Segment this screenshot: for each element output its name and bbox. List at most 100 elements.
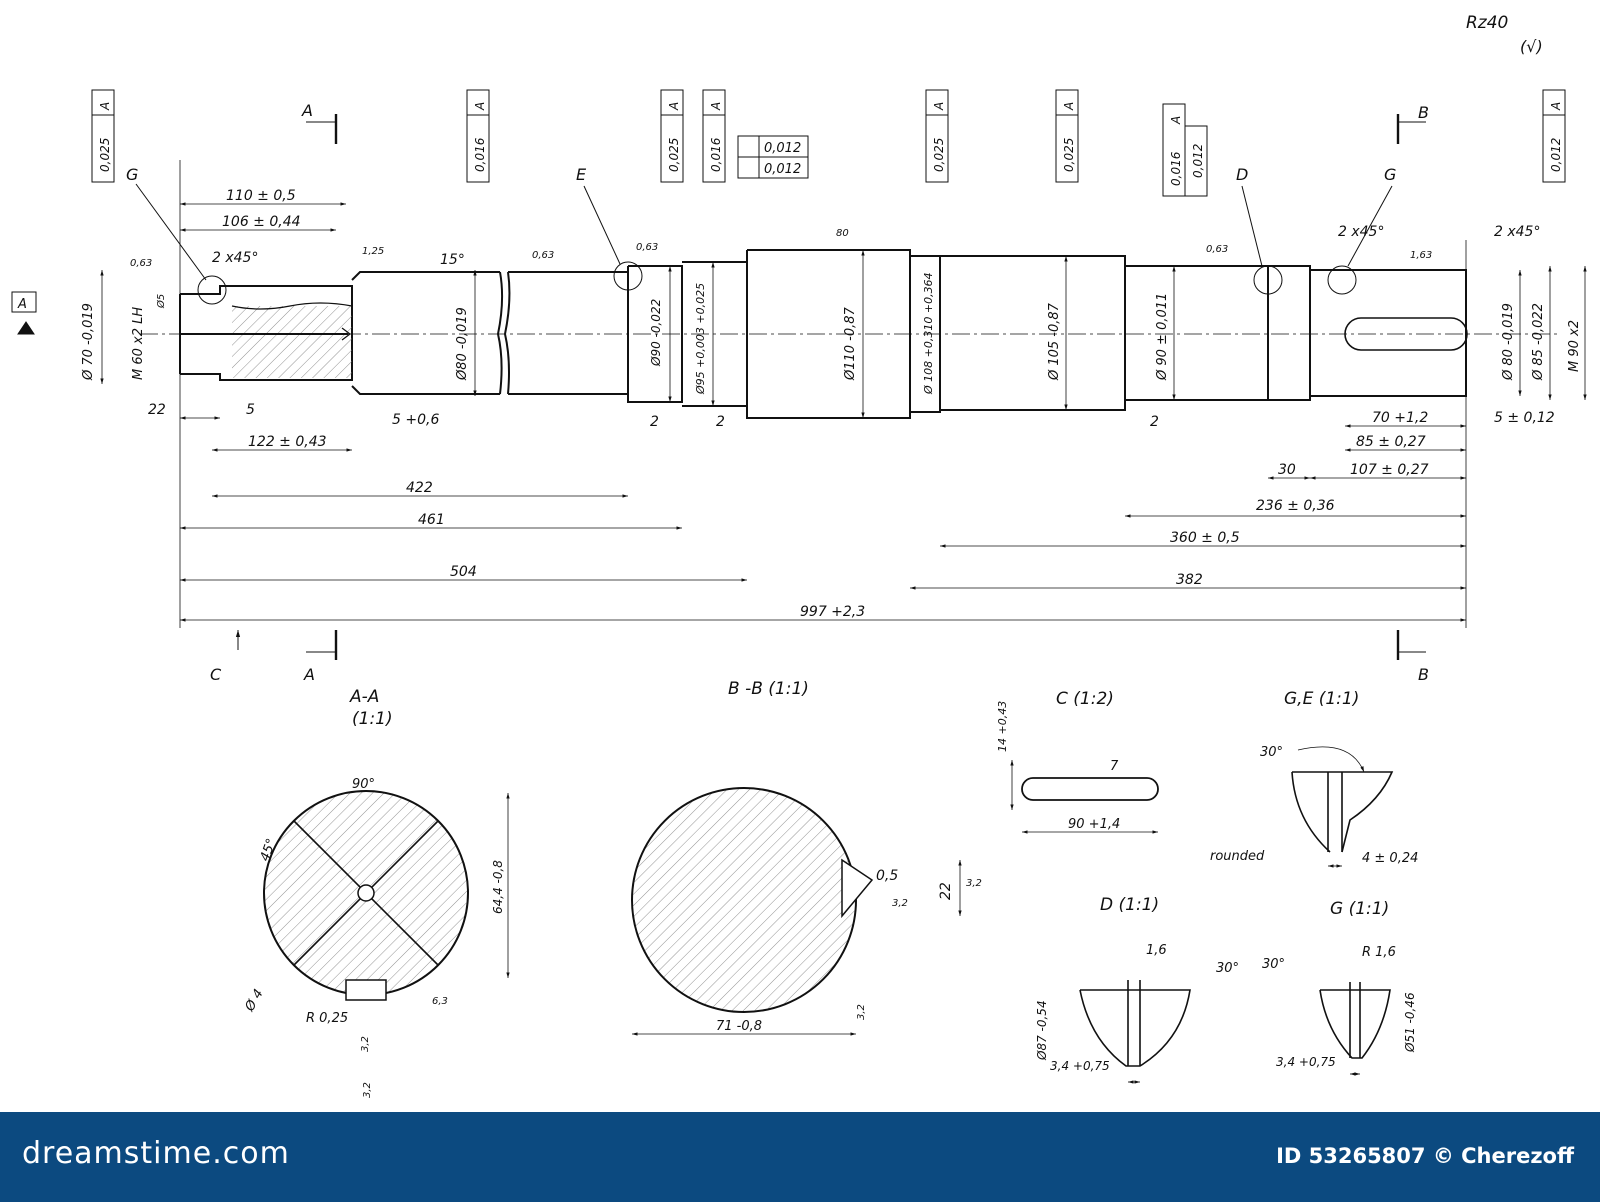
rough-125: 1,25: [362, 246, 384, 257]
aa-r025: R 0,25: [306, 1011, 348, 1026]
g-51: Ø51 -0,46: [1403, 992, 1417, 1053]
g-30: 30°: [1262, 957, 1285, 972]
tolerance-frames: [11, 89, 1566, 313]
bb-32-b: 3,2: [966, 878, 982, 889]
site-logo[interactable]: dreamstime.com: [22, 1136, 290, 1171]
dim-phi108: Ø 108 +0,310 +0,364: [922, 272, 935, 395]
dim-5-tol: 5 +0,6: [392, 412, 439, 428]
ge-rounded: rounded: [1210, 849, 1265, 864]
detail-ge: [1291, 746, 1394, 868]
tol-datum-7: A: [1169, 116, 1183, 125]
dim-phi85: Ø 85 -0,022: [1531, 303, 1546, 381]
rough-063-b: 0,63: [532, 250, 554, 261]
aa-phi4: Ø 4: [242, 987, 267, 1015]
image-credit: ID 53265807 © Cherezoff: [1276, 1144, 1574, 1168]
dim-2-b: 2: [716, 414, 725, 430]
g-34: 3,4 +0,75: [1276, 1055, 1336, 1069]
c-7: 7: [1110, 759, 1119, 774]
tol-value-6: 0,025: [1062, 138, 1076, 172]
c-90: 90 +1,4: [1068, 817, 1120, 832]
tol-datum-8: A: [1549, 102, 1563, 111]
dim-110: 110 ± 0,5: [226, 188, 296, 204]
finish-mark: Rz40: [1466, 13, 1508, 33]
tol-value-2: 0,016: [473, 137, 487, 172]
dim-107: 107 ± 0,27: [1350, 462, 1429, 478]
bb-05: 0,5: [876, 868, 898, 884]
dim-106: 106 ± 0,44: [222, 214, 301, 230]
dim-2-a: 2: [650, 414, 659, 430]
aa-32-b: 3,2: [362, 1082, 373, 1098]
tol-value-7: 0,016: [1169, 151, 1183, 186]
dim-phi95: Ø95 +0,003 +0,025: [694, 283, 707, 395]
dim-85: 85 ± 0,27: [1356, 434, 1426, 450]
dim-phi90a: Ø90 -0,022: [649, 299, 663, 367]
form-tol-1: 0,012: [764, 141, 801, 156]
dim-70: 70 +1,2: [1372, 410, 1428, 426]
dim-m60: M 60 x2 LH: [131, 307, 146, 380]
section-c: C: [210, 665, 222, 684]
dim-m90: M 90 x2: [1567, 320, 1582, 372]
dim-5: 5: [246, 402, 255, 418]
dim-phi90b: Ø 90 ± 0,011: [1155, 293, 1170, 381]
dim-phi70: Ø 70 -0,019: [81, 303, 96, 381]
finish-mark-suffix: (√): [1520, 37, 1543, 56]
bb-title: B -B (1:1): [728, 679, 809, 699]
tol-value-5: 0,025: [932, 138, 946, 172]
form-tol-3: 0,012: [1191, 144, 1205, 178]
detail-c: [1010, 760, 1159, 834]
dim-512: 5 ± 0,12: [1494, 410, 1555, 426]
dim-22: 22: [148, 402, 166, 418]
dim-461: 461: [418, 512, 445, 528]
bb-71: 71 -0,8: [716, 1019, 762, 1034]
detail-label-d: D: [1236, 165, 1248, 184]
dimension-lines: [100, 160, 1587, 628]
rough-063-e: 0,63: [1206, 244, 1228, 255]
c-title: C (1:2): [1056, 689, 1114, 709]
ge-title: G,E (1:1): [1284, 689, 1359, 709]
detail-d: [1079, 980, 1191, 1084]
tol-value-4: 0,016: [709, 137, 723, 172]
aa-63: 6,3: [432, 996, 448, 1007]
footer-bar: dreamstime.com ID 53265807 © Cherezoff: [0, 1112, 1600, 1202]
dim-360: 360 ± 0,5: [1170, 530, 1240, 546]
engineering-drawing: Rz40 (√) A A A B B C G E D G A 0,025 A 0…: [11, 13, 1587, 1098]
form-tol-2: 0,012: [764, 162, 801, 177]
d-34: 3,4 +0,75: [1050, 1059, 1110, 1073]
bb-32-a: 3,2: [892, 898, 908, 909]
bb-32-c: 3,2: [856, 1004, 867, 1020]
rough-80: 80: [836, 228, 849, 239]
dim-382: 382: [1176, 572, 1203, 588]
drawing-labels: Rz40 (√) A A A B B C G E D G A 0,025 A 0…: [17, 13, 1582, 1098]
rough-063-a: 0,63: [130, 258, 152, 269]
rough-163: 1,63: [1410, 250, 1432, 261]
ge-30: 30°: [1260, 745, 1283, 760]
dim-chamfer-1: 2 x45°: [212, 250, 258, 266]
tol-datum-6: A: [1062, 102, 1076, 111]
dim-504: 504: [450, 564, 477, 580]
tol-datum-4: A: [709, 102, 723, 111]
dim-997: 997 +2,3: [800, 604, 865, 620]
detail-label-g1: G: [126, 165, 138, 184]
detail-circles: [135, 183, 1393, 305]
dim-122: 122 ± 0,43: [248, 434, 327, 450]
c-14: 14 +0,43: [996, 701, 1009, 752]
tol-value-3: 0,025: [667, 138, 681, 172]
dim-phi80b: Ø 80 -0,019: [1501, 303, 1516, 381]
g-r16: R 1,6: [1362, 945, 1396, 960]
tol-datum-3: A: [667, 102, 681, 111]
tol-datum-2: A: [473, 102, 487, 111]
d-87: Ø87 -0,54: [1035, 1000, 1049, 1061]
aa-scale: (1:1): [352, 709, 393, 729]
section-b-top: B: [1418, 103, 1429, 122]
aa-title: A-A: [349, 687, 379, 707]
section-aa: [263, 790, 510, 1001]
aa-90: 90°: [352, 777, 375, 792]
d-title: D (1:1): [1100, 895, 1159, 915]
section-a-bottom: A: [303, 665, 315, 684]
ge-4: 4 ± 0,24: [1362, 851, 1418, 866]
dim-phi105: Ø 105 -0,87: [1047, 302, 1062, 381]
section-markers: [17, 114, 1426, 660]
aa-45: 45°: [258, 837, 280, 864]
dim-phi110: Ø110 -0,87: [843, 306, 858, 381]
detail-g: [1319, 982, 1391, 1076]
